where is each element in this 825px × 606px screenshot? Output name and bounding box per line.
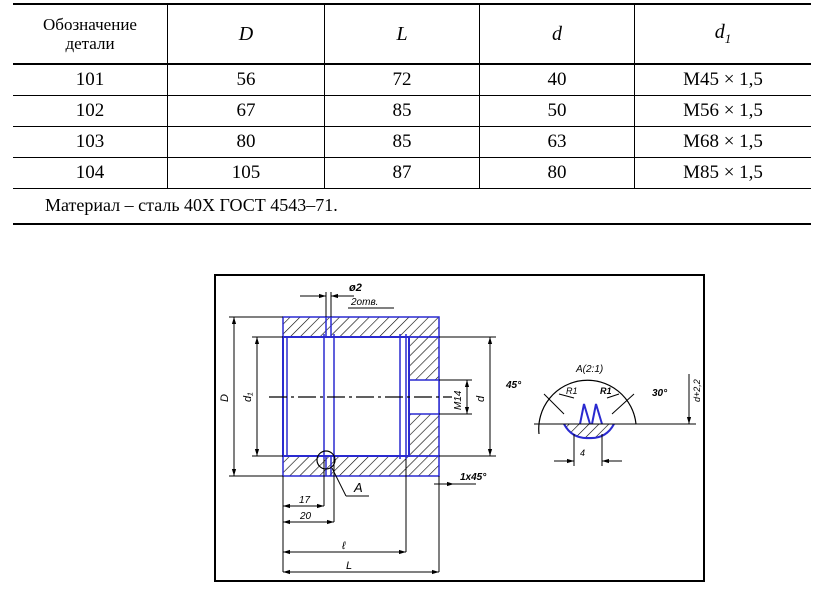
drawing-frame [214, 274, 705, 582]
header-L: L [324, 4, 480, 64]
dim-L-label: L [346, 560, 352, 572]
angle-45-label: 45° [505, 380, 522, 391]
radius-left-label: R1 [566, 386, 578, 396]
dim-4-label: 4 [580, 448, 585, 458]
technical-drawing: ø2 2отв. D d₁ М14 d А 1х45° 17 20 ℓ L А(… [214, 274, 705, 582]
section-A-label: А [353, 480, 363, 495]
hole-count-label: 2отв. [350, 297, 378, 308]
table-row: 102 67 85 50 М56 × 1,5 [13, 95, 811, 126]
cell-d1: М68 × 1,5 [634, 126, 811, 157]
header-D: D [167, 4, 325, 64]
cell-L: 72 [324, 64, 480, 95]
cell-D: 80 [167, 126, 325, 157]
header-designation: Обозначение детали [43, 15, 137, 53]
cell-designation: 102 [75, 99, 105, 121]
detail-A-title: А(2:1) [575, 364, 603, 375]
cell-d: 63 [479, 126, 635, 157]
dim-20-label: 20 [299, 511, 312, 522]
header-d1: d1 [634, 4, 811, 64]
cell-D: 105 [167, 157, 325, 188]
table-row: 103 80 85 63 М68 × 1,5 [13, 126, 811, 157]
cell-L: 85 [324, 95, 480, 126]
table-row: 104 105 87 80 М85 × 1,5 [13, 157, 811, 188]
dim-d-label: d [475, 395, 487, 402]
cell-designation: 104 [75, 161, 105, 183]
dim-l-label: ℓ [341, 540, 346, 552]
table-row: 101 56 72 40 М45 × 1,5 [13, 64, 811, 95]
cell-d1: М56 × 1,5 [634, 95, 811, 126]
dim-M14-label: М14 [453, 390, 464, 410]
angle-30-label: 30° [652, 388, 668, 399]
dim-d1-label: d₁ [242, 392, 254, 402]
parts-table: Обозначение детали D L d d1 101 56 72 40… [13, 3, 811, 225]
detail-a-view [534, 374, 696, 466]
hole-diameter-label: ø2 [349, 282, 362, 294]
material-note: Материал – сталь 40Х ГОСТ 4543–71. [45, 195, 338, 215]
dim-d22-label: d+2,2 [692, 379, 702, 402]
cell-d1: М45 × 1,5 [634, 64, 811, 95]
radius-right-label: R1 [600, 386, 612, 396]
cell-d: 80 [479, 157, 635, 188]
cell-L: 87 [324, 157, 480, 188]
cell-d1: М85 × 1,5 [634, 157, 811, 188]
dim-D-label: D [219, 394, 231, 402]
cell-L: 85 [324, 126, 480, 157]
header-d: d [479, 4, 635, 64]
part-section-view [269, 316, 452, 477]
table-header-row: Обозначение детали D L d d1 [13, 4, 811, 64]
cell-D: 56 [167, 64, 325, 95]
cell-designation: 103 [75, 130, 105, 152]
cell-designation: 101 [75, 68, 105, 90]
chamfer-label: 1х45° [460, 472, 487, 483]
cell-d: 40 [479, 64, 635, 95]
dim-17-label: 17 [299, 495, 311, 506]
cell-d: 50 [479, 95, 635, 126]
cell-D: 67 [167, 95, 325, 126]
dimension-lines [229, 292, 496, 575]
